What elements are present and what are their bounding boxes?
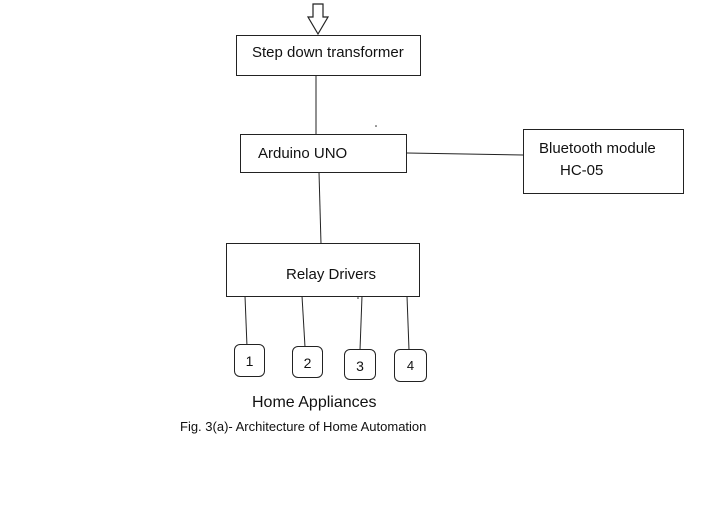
figure-caption: Fig. 3(a)- Architecture of Home Automati…: [180, 419, 427, 434]
appliance-4: 4: [394, 349, 427, 382]
relay-drivers-box: Relay Drivers: [226, 243, 420, 297]
appliance-1-label: 1: [245, 353, 254, 369]
power-input-arrow: [306, 3, 330, 36]
transformer-box: Step down transformer: [236, 35, 421, 76]
arduino-box: Arduino UNO: [240, 134, 407, 173]
stray-dot: [357, 297, 359, 299]
relay-drivers-label: Relay Drivers: [286, 266, 377, 283]
appliance-2-label: 2: [303, 355, 312, 371]
appliance-3-label: 3: [356, 358, 364, 374]
home-appliances-label: Home Appliances: [252, 394, 377, 411]
wire-arduino-relay: [318, 171, 322, 245]
stray-dot: [375, 125, 377, 127]
wire-relay-appliance-4: [406, 295, 410, 351]
bluetooth-label-line2: HC-05: [560, 162, 604, 179]
appliance-4-label: 4: [406, 358, 415, 373]
appliance-2: 2: [292, 346, 323, 378]
appliance-3: 3: [344, 349, 376, 380]
appliance-1: 1: [234, 344, 265, 377]
bluetooth-label-line1: Bluetooth module: [539, 140, 656, 157]
arduino-label: Arduino UNO: [258, 145, 348, 162]
bluetooth-box: Bluetooth module HC-05: [523, 129, 684, 194]
wire-relay-appliance-2: [301, 295, 306, 348]
transformer-label: Step down transformer: [252, 44, 404, 61]
wire-relay-appliance-3: [359, 295, 363, 351]
wire-arduino-bluetooth: [406, 152, 524, 156]
